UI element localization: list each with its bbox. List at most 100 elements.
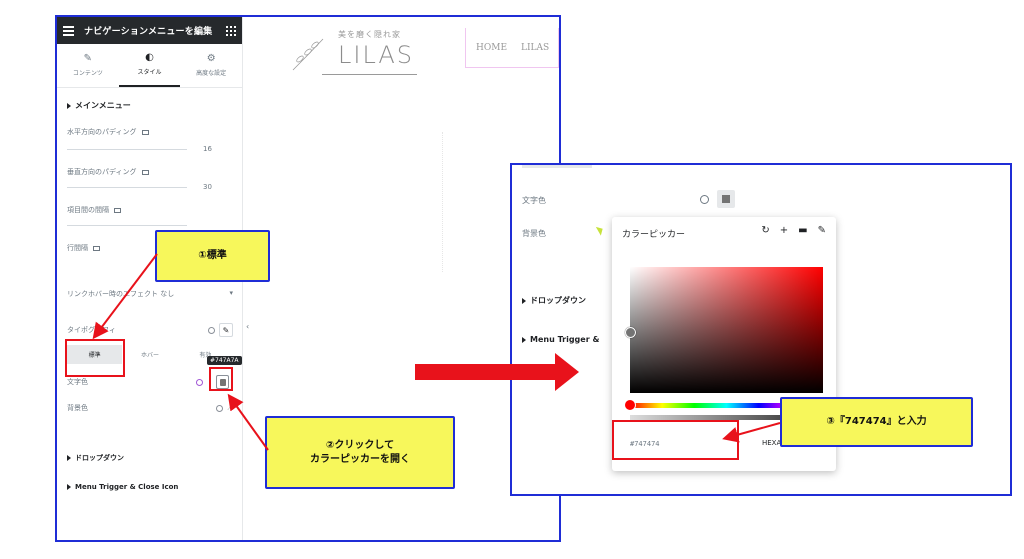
callout-text: ②クリックして	[325, 439, 395, 451]
tab-hover[interactable]: ホバー	[140, 352, 159, 359]
text-color-label: 文字色	[522, 196, 546, 205]
padding-v-label: 垂直方向のパディング	[67, 167, 149, 177]
section-menu-trigger[interactable]: Menu Trigger & Close Icon	[67, 483, 178, 491]
item-spacing-slider[interactable]	[67, 225, 187, 226]
callout-text: カラーピッカーを開く	[310, 453, 410, 465]
alpha-slider[interactable]	[630, 415, 823, 420]
callout-step3: ③『747474』と入力	[780, 397, 973, 447]
section-dropdown[interactable]: ドロップダウン	[522, 295, 586, 306]
saturation-field[interactable]	[630, 267, 823, 393]
padding-v-slider[interactable]	[67, 187, 187, 188]
bg-color-label: 背景色	[522, 229, 546, 238]
callout-text: ③『747474』と入力	[826, 416, 927, 427]
divider	[442, 132, 443, 272]
text-color-label: 文字色	[67, 378, 88, 386]
eyedropper-icon[interactable]: ✎	[817, 225, 826, 236]
typography-row: タイポグラフィ ✎	[67, 323, 233, 337]
tab-style[interactable]: ◐ スタイル	[118, 44, 181, 87]
add-icon[interactable]: +	[779, 225, 789, 236]
callout-step1: ①標準	[155, 230, 270, 282]
desktop-icon[interactable]	[141, 169, 149, 175]
tab-content[interactable]: ✎ コンテンツ	[57, 44, 119, 87]
preview-nav-menu: HOME LILAS	[465, 28, 559, 68]
highlight-color-swatch	[209, 367, 233, 391]
divider	[522, 165, 592, 168]
leaf-logo-icon	[292, 38, 324, 71]
padding-h-label: 水平方向のパディング	[67, 127, 149, 137]
caret-right-icon	[522, 297, 526, 304]
reset-icon[interactable]: ↻	[761, 225, 770, 236]
desktop-icon[interactable]	[141, 129, 149, 135]
section-dropdown[interactable]: ドロップダウン	[67, 453, 124, 463]
label-text: 項目間の間隔	[67, 206, 109, 214]
tab-label: コンテンツ	[72, 70, 103, 77]
section-label: ドロップダウン	[530, 296, 586, 305]
tab-label: 高度な設定	[196, 70, 227, 77]
transition-arrow-head	[555, 353, 579, 391]
panel-title: ナビゲーションメニューを編集	[84, 27, 213, 37]
tab-normal[interactable]: 標準	[67, 345, 123, 364]
label-text: 垂直方向のパディング	[67, 168, 137, 176]
color-picker-tools: ↻ + ▬ ✎	[761, 225, 826, 236]
callout-step2: ②クリックして カラーピッカーを開く	[265, 416, 455, 489]
panel-header: ナビゲーションメニューを編集	[57, 17, 242, 44]
callout-text: ①標準	[198, 250, 227, 261]
logo-text: LILAS	[338, 41, 415, 69]
chevron-down-icon: ▾	[229, 289, 233, 297]
section-label: メインメニュー	[75, 101, 131, 110]
format-select[interactable]: HEXA	[762, 439, 782, 447]
eyedropper-icon[interactable]: ⟋	[227, 403, 233, 412]
typography-label: タイポグラフィ	[67, 326, 116, 334]
mouse-cursor-icon	[595, 224, 606, 236]
logo-underline	[322, 74, 417, 75]
site-logo[interactable]: 美を磨く隠れ家 LILAS	[282, 29, 432, 79]
pencil-icon: ✎	[83, 53, 93, 64]
color-tooltip: #747A7A	[207, 356, 242, 365]
line-height-label: 行間隔	[67, 243, 100, 253]
hex-input[interactable]	[620, 430, 740, 458]
tab-active[interactable]: 有効	[199, 352, 212, 359]
section-label: Menu Trigger &	[530, 335, 600, 344]
padding-h-value[interactable]: 16	[203, 145, 212, 153]
globe-icon[interactable]	[196, 378, 203, 386]
section-main-menu[interactable]: メインメニュー	[67, 100, 131, 111]
text-color-swatch[interactable]	[216, 375, 229, 389]
nav-item-lilas[interactable]: LILAS	[521, 42, 550, 53]
hover-effect-row[interactable]: リンクホバー時のエフェクト なし ▾	[67, 289, 233, 299]
highlight-hex-input	[612, 420, 739, 460]
hover-effect-value: なし	[160, 290, 175, 298]
section-label: ドロップダウン	[75, 454, 124, 462]
bg-color-label: 背景色	[67, 404, 88, 412]
hover-effect-label: リンクホバー時のエフェクト	[67, 290, 158, 298]
globe-icon[interactable]	[700, 195, 709, 204]
color-picker-title: カラーピッカー	[622, 230, 686, 240]
padding-h-slider[interactable]	[67, 149, 187, 150]
padding-v-value[interactable]: 30	[203, 183, 212, 191]
text-color-swatch[interactable]	[717, 190, 735, 208]
gear-icon: ⚙	[206, 53, 216, 64]
caret-right-icon	[67, 455, 71, 461]
item-spacing-label: 項目間の間隔	[67, 205, 121, 215]
hue-thumb[interactable]	[624, 399, 636, 411]
tab-advanced[interactable]: ⚙ 高度な設定	[180, 44, 242, 87]
caret-right-icon	[67, 102, 71, 109]
saturation-thumb[interactable]	[625, 327, 636, 338]
panel-tabs: ✎ コンテンツ ◐ スタイル ⚙ 高度な設定	[57, 44, 242, 88]
grid-icon[interactable]	[226, 25, 236, 36]
logo-subtitle: 美を磨く隠れ家	[338, 30, 401, 39]
collapse-panel-icon[interactable]: ‹	[246, 322, 250, 331]
nav-item-home[interactable]: HOME	[476, 42, 508, 53]
bg-color-row: 背景色 ⟋	[67, 403, 233, 413]
desktop-icon[interactable]	[93, 245, 100, 251]
hue-slider[interactable]	[630, 403, 823, 408]
section-menu-trigger[interactable]: Menu Trigger &	[522, 335, 599, 344]
pencil-icon[interactable]: ✎	[219, 323, 233, 337]
desktop-icon[interactable]	[114, 207, 121, 213]
globe-icon[interactable]	[208, 326, 215, 334]
hamburger-icon[interactable]	[63, 24, 74, 38]
section-label: Menu Trigger & Close Icon	[75, 483, 179, 491]
text-color-row: 文字色	[67, 377, 207, 387]
globe-icon[interactable]	[216, 404, 224, 412]
highlight-normal-tab	[65, 339, 125, 377]
delete-icon[interactable]: ▬	[798, 225, 808, 236]
